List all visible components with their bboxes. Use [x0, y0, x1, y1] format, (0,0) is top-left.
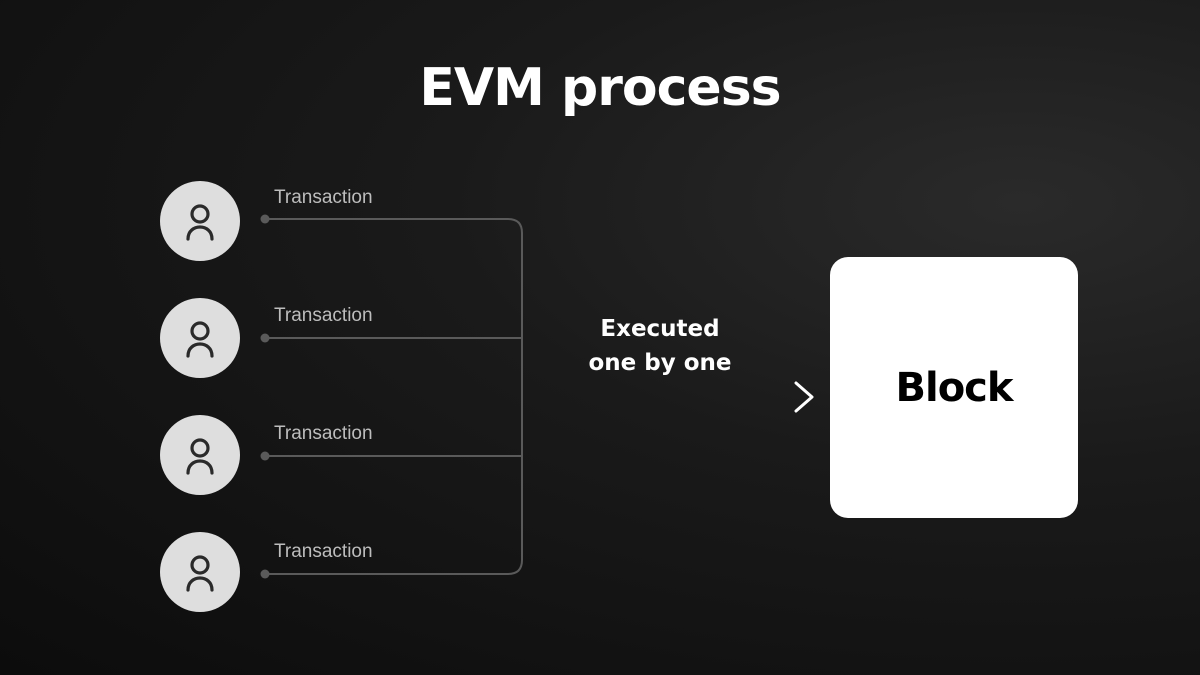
user-icon — [186, 321, 214, 358]
user-avatar — [160, 415, 240, 495]
user-avatar — [160, 181, 240, 261]
transaction-label: Transaction — [274, 187, 373, 208]
user-icon — [186, 204, 214, 241]
arrow-label: Executed one by one — [560, 312, 760, 380]
user-avatar — [160, 298, 240, 378]
user-avatar — [160, 532, 240, 612]
block-label: Block — [895, 364, 1014, 411]
arrow-right-icon — [524, 381, 814, 413]
block-box: Block — [830, 257, 1078, 518]
user-icon — [186, 555, 214, 592]
transaction-label: Transaction — [274, 541, 373, 562]
diagram-title: EVM process — [419, 58, 781, 118]
arrow-label-line1: Executed — [600, 316, 720, 342]
arrow-label-line2: one by one — [588, 350, 732, 376]
transaction-label: Transaction — [274, 423, 373, 444]
user-icon — [186, 438, 214, 475]
transaction-label: Transaction — [274, 305, 373, 326]
